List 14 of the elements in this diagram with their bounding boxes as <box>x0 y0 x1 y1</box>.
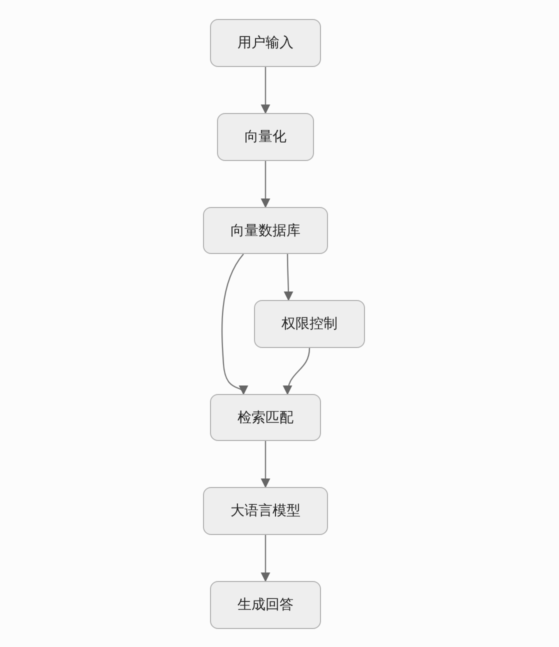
arrow <box>284 254 294 301</box>
process-box: 权限控制 <box>254 300 365 348</box>
arrow <box>221 254 247 395</box>
arrow <box>260 441 270 488</box>
arrow <box>260 67 270 114</box>
process-box: 生成回答 <box>210 581 321 629</box>
process-box: 检索匹配 <box>210 394 321 441</box>
arrow <box>260 161 270 208</box>
arrow <box>260 535 270 582</box>
process-box: 用户输入 <box>210 19 321 67</box>
process-box: 大语言模型 <box>203 487 328 535</box>
arrow <box>283 348 310 395</box>
process-box: 向量数据库 <box>203 207 328 254</box>
process-box: 向量化 <box>217 113 314 161</box>
